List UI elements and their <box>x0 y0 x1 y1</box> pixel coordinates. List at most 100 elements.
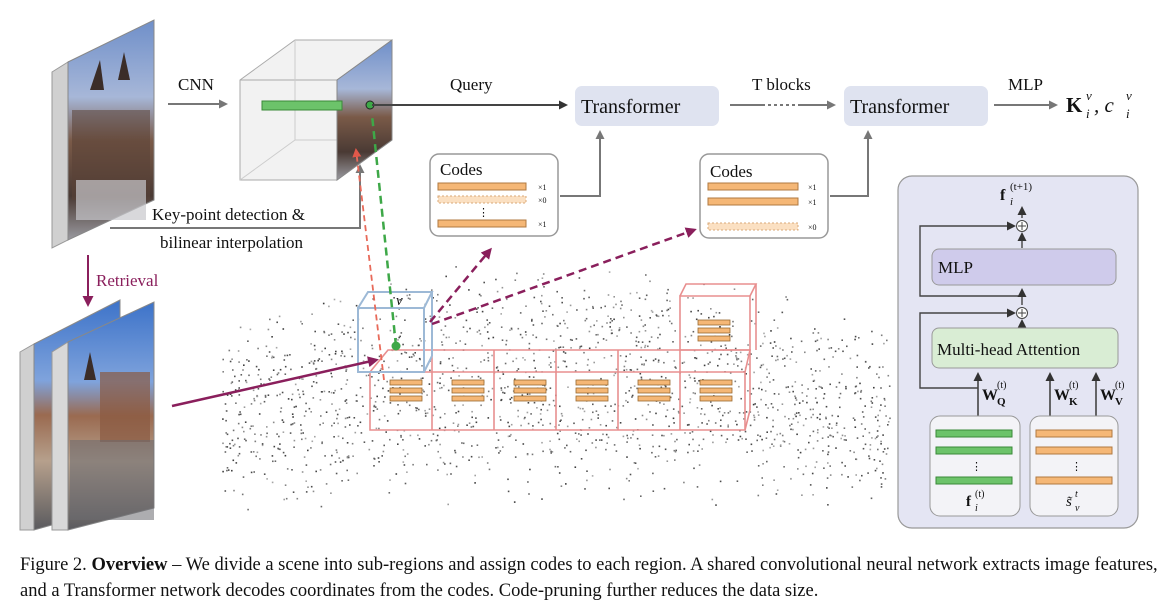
cloud-point <box>462 442 465 445</box>
cloud-point <box>480 361 482 363</box>
cloud-point <box>222 418 224 420</box>
cloud-point <box>708 316 710 319</box>
cloud-point <box>542 310 544 312</box>
cloud-point <box>331 424 333 427</box>
cloud-point <box>528 493 530 495</box>
cloud-point <box>260 383 262 385</box>
cloud-point <box>829 383 831 386</box>
cloud-point <box>871 343 874 345</box>
cloud-point <box>816 349 818 352</box>
cloud-point <box>563 319 565 322</box>
cloud-point <box>873 386 875 389</box>
cloud-point <box>757 414 760 416</box>
cloud-point <box>522 443 525 445</box>
cloud-point <box>558 472 561 474</box>
cloud-point <box>312 362 315 365</box>
figure-caption: Figure 2. Overview – We divide a scene i… <box>20 555 1158 601</box>
cloud-point <box>279 368 282 371</box>
cloud-point <box>570 347 572 349</box>
cloud-point <box>476 311 478 313</box>
cloud-point <box>381 455 383 457</box>
cloud-point <box>607 315 609 317</box>
cloud-point <box>475 421 478 424</box>
cloud-point <box>818 385 821 388</box>
cloud-point <box>431 289 433 291</box>
cloud-point <box>643 364 645 366</box>
cloud-point <box>877 448 879 451</box>
cloud-point <box>409 434 412 437</box>
cloud-point <box>245 439 247 442</box>
cloud-point <box>447 389 450 392</box>
cloud-point <box>354 338 356 341</box>
cloud-point <box>227 469 230 471</box>
cloud-point <box>527 402 530 404</box>
cloud-point <box>710 341 713 343</box>
cloud-point <box>652 445 654 448</box>
cloud-point <box>525 305 527 307</box>
cloud-point <box>718 312 721 314</box>
cloud-point <box>253 397 255 400</box>
cloud-point <box>418 344 420 347</box>
cloud-point <box>500 389 503 391</box>
cloud-point <box>620 300 622 303</box>
cloud-point <box>773 393 776 395</box>
cloud-point <box>826 487 828 489</box>
cloud-point <box>226 394 229 396</box>
cloud-point <box>318 358 321 360</box>
cloud-point <box>418 438 421 440</box>
svg-text:v: v <box>1086 88 1092 103</box>
cloud-point <box>554 361 556 363</box>
cloud-point <box>232 369 234 371</box>
cloud-point <box>577 406 580 409</box>
cloud-point <box>543 286 545 288</box>
cloud-point <box>439 456 442 459</box>
cloud-point <box>776 433 778 436</box>
cloud-point <box>641 414 644 417</box>
cloud-point <box>302 393 305 396</box>
cloud-point <box>299 396 301 399</box>
cloud-point <box>625 477 628 480</box>
cloud-point <box>471 376 473 378</box>
cloud-point <box>689 401 691 404</box>
cloud-point <box>529 468 531 471</box>
region-code-bar <box>697 327 731 334</box>
cloud-point <box>541 498 543 500</box>
cloud-point <box>449 304 451 306</box>
cloud-point <box>637 467 639 470</box>
cloud-point <box>510 396 513 399</box>
cloud-point <box>727 426 729 428</box>
cloud-point <box>797 456 800 459</box>
cloud-point <box>644 330 647 332</box>
cloud-point <box>873 459 876 461</box>
cloud-point <box>224 490 227 492</box>
cloud-point <box>242 476 245 478</box>
cloud-point <box>305 491 308 493</box>
cloud-point <box>505 343 507 346</box>
cloud-point <box>491 307 494 309</box>
cloud-point <box>879 460 881 462</box>
cloud-point <box>777 358 779 361</box>
cloud-point <box>772 419 774 422</box>
cloud-point <box>799 451 802 454</box>
cloud-point <box>548 364 551 366</box>
cloud-point <box>516 272 518 275</box>
cloud-point <box>561 415 564 417</box>
cloud-point <box>447 503 449 506</box>
cloud-point <box>686 424 689 426</box>
cloud-point <box>237 422 240 425</box>
cloud-point <box>284 365 287 368</box>
cloud-point <box>649 280 651 283</box>
cloud-point <box>399 409 401 412</box>
cloud-point <box>374 406 377 408</box>
cloud-point <box>346 442 349 444</box>
cloud-point <box>844 435 846 437</box>
cloud-point <box>580 434 582 436</box>
cloud-point <box>574 370 577 372</box>
cloud-point <box>650 336 653 338</box>
cloud-point <box>363 354 366 357</box>
cloud-point <box>389 479 391 481</box>
cloud-point <box>319 423 321 426</box>
cloud-point <box>264 394 267 397</box>
cloud-point <box>293 446 295 448</box>
cloud-point <box>840 437 842 440</box>
